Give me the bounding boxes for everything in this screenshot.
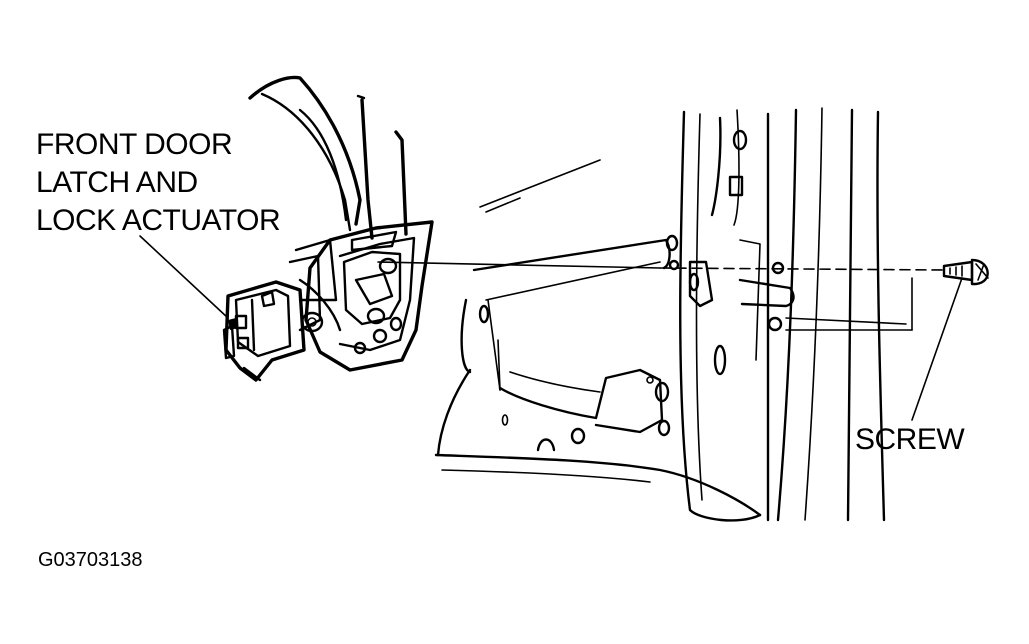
latch-actuator-label: FRONT DOOR LATCH AND LOCK ACTUATOR — [36, 126, 281, 240]
latch-assembly — [222, 75, 434, 382]
latch-label-line-1: FRONT DOOR — [36, 128, 233, 161]
leader-lines — [139, 235, 963, 421]
door-inner-panel — [434, 107, 913, 522]
screw-part — [942, 258, 989, 286]
screw-label: SCREW — [855, 423, 965, 456]
latch-label-line-3: LOCK ACTUATOR — [36, 204, 281, 237]
latch-label-line-2: LATCH AND — [36, 166, 198, 199]
figure-id-label: G03703138 — [38, 549, 143, 571]
